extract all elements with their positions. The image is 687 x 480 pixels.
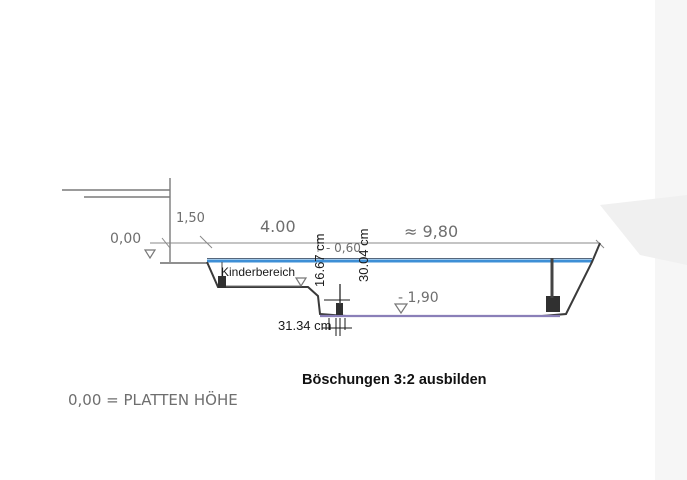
width-third-label: ≈ 9,80	[404, 222, 458, 241]
planting-posts	[218, 258, 560, 315]
width-first-label: 1,50	[176, 211, 205, 226]
width-second-label: 4.00	[260, 217, 296, 236]
level-symbols	[143, 249, 409, 315]
depth-deep-label: - 1,90	[398, 290, 439, 306]
cad-dimension-marks	[322, 299, 352, 336]
kids-area-label: Kinderbereich	[221, 265, 295, 279]
dim-vertical-1-label: 16.67 cm	[312, 234, 327, 287]
level-triangle-zero	[143, 249, 157, 260]
post-kids-area	[218, 276, 226, 288]
level-zero-label: 0,00	[110, 231, 141, 247]
footnote-label: 0,00 = PLATTEN HÖHE	[68, 390, 238, 409]
paper-corner-shadow	[600, 195, 687, 265]
dim-vertical-2-label: 30.04 cm	[356, 229, 371, 282]
depth-shallow-label: - 0,60	[326, 241, 361, 255]
post-deep	[546, 296, 560, 312]
level-triangle-deep	[393, 303, 409, 315]
level-triangle-shallow	[294, 277, 308, 288]
post-middle	[336, 303, 343, 315]
slope-note: Böschungen 3:2 ausbilden	[302, 372, 487, 388]
dim-horizontal-label: 31.34 cm	[278, 318, 331, 333]
